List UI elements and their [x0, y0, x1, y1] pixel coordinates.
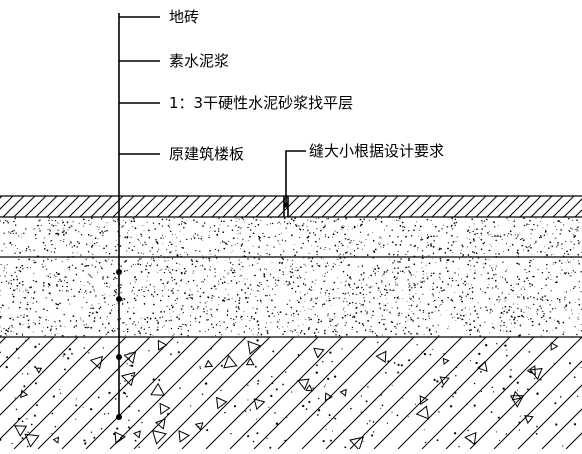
joint-leader-line — [286, 151, 306, 205]
label-tile: 地砖 — [169, 8, 199, 26]
mortar-bed-layer — [0, 217, 582, 337]
label-slab: 原建筑楼板 — [169, 145, 244, 163]
label-cement-slurry: 素水泥浆 — [169, 52, 229, 70]
tile-layer — [0, 196, 582, 217]
label-mortar-bed: 1：3干硬性水泥砂浆找平层 — [169, 94, 353, 112]
label-joint: 缝大小根据设计要求 — [309, 142, 444, 160]
joint-leader-dot — [283, 202, 288, 207]
concrete-slab-layer — [0, 337, 582, 449]
